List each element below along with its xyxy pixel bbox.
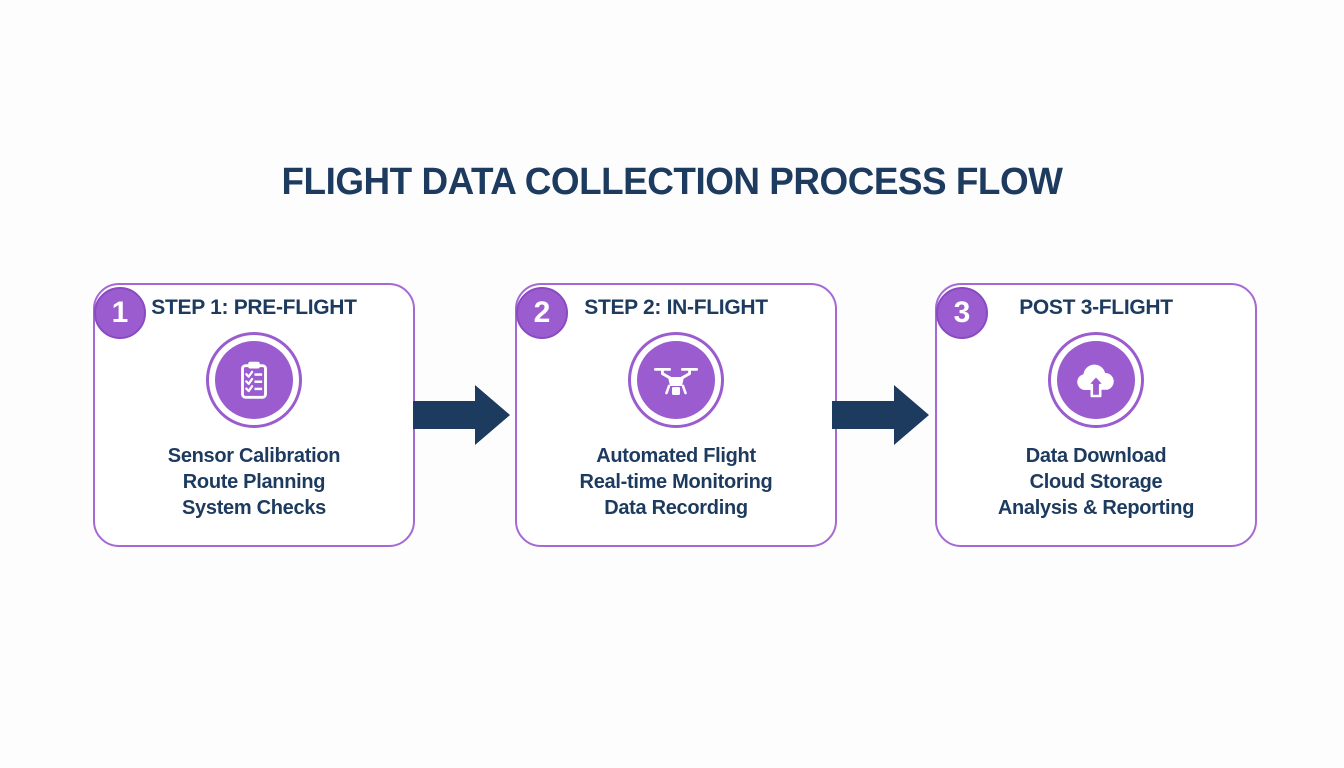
step-item: Route Planning — [182, 471, 326, 493]
icon-ring — [628, 332, 724, 428]
step-item-list: Automated Flight Real-time Monitoring Da… — [517, 443, 835, 521]
step-item-list: Data Download Cloud Storage Analysis & R… — [937, 443, 1255, 521]
diagram-title: FLIGHT DATA COLLECTION PROCESS FLOW — [281, 161, 1063, 203]
step-number-badge: 1 — [94, 287, 146, 339]
flow-right-arrow-icon — [413, 385, 510, 445]
step-item: Cloud Storage — [1029, 471, 1163, 493]
cloud-upload-icon — [1057, 341, 1135, 419]
step-number-badge: 3 — [936, 287, 988, 339]
step-item: System Checks — [182, 497, 326, 519]
step-card-1: 1 STEP 1: PRE-FLIGHT Sensor Calibration … — [93, 283, 415, 547]
step-card-2: 2 STEP 2: IN-FLIGHT Automated Fli — [515, 283, 837, 547]
step-header: STEP 1: PRE-FLIGHT — [151, 296, 357, 319]
icon-ring — [1048, 332, 1144, 428]
step-item: Real-time Monitoring — [579, 471, 773, 493]
step-number-badge: 2 — [516, 287, 568, 339]
step-item: Sensor Calibration — [167, 445, 341, 467]
step-item: Automated Flight — [596, 445, 756, 467]
step-item-list: Sensor Calibration Route Planning System… — [95, 443, 413, 521]
clipboard-checklist-icon — [215, 341, 293, 419]
step-card-3: 3 POST 3-FLIGHT Data Download Cloud Stor… — [935, 283, 1257, 547]
step-header: POST 3-FLIGHT — [1019, 296, 1173, 319]
step-item: Data Recording — [604, 497, 748, 519]
step-item: Data Download — [1025, 445, 1167, 467]
drone-icon — [637, 341, 715, 419]
flow-right-arrow-icon — [832, 385, 929, 445]
step-header: STEP 2: IN-FLIGHT — [584, 296, 768, 319]
step-item: Analysis & Reporting — [997, 497, 1195, 519]
icon-ring — [206, 332, 302, 428]
